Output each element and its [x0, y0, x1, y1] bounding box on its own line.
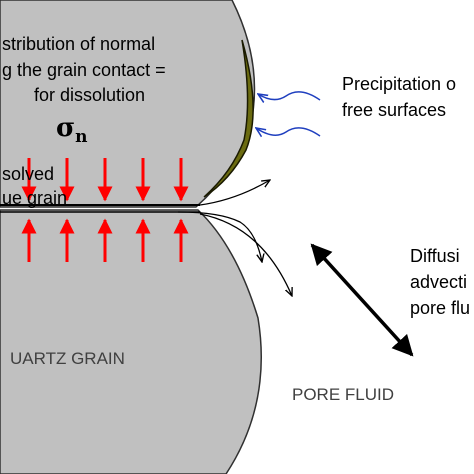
sigma-n-symbol: σn	[56, 113, 88, 147]
flow-arrow-upper	[258, 91, 321, 100]
flow-arrow-lower	[256, 128, 321, 136]
precipitation-label-line1: Precipitation o	[342, 74, 456, 94]
pore-fluid-label: PORE FLUID	[292, 385, 394, 404]
diffusion-label-line2: advecti	[410, 272, 467, 292]
dissolved-label-line1: solved	[2, 164, 54, 184]
dissolved-label-line2: ue grain	[2, 188, 67, 208]
lower-quartz-grain	[0, 209, 263, 474]
outflow-arrow-upper	[199, 180, 270, 206]
normal-stress-label-line1: stribution of normal	[2, 34, 155, 54]
outflow-arrow-middle	[177, 211, 262, 262]
outflow-arrow-lower	[199, 213, 292, 296]
diffusion-label-line1: Diffusi	[410, 246, 460, 266]
quartz-grain-label: UARTZ GRAIN	[10, 349, 125, 368]
diffusion-label-line3: pore flu	[410, 298, 470, 318]
normal-stress-label-line3: for dissolution	[34, 85, 145, 105]
normal-stress-arrows	[21, 158, 189, 262]
precipitation-label-line2: free surfaces	[342, 100, 446, 120]
normal-stress-label-line2: g the grain contact =	[2, 60, 166, 80]
precipitate-overgrowth	[203, 39, 254, 198]
diffusion-double-arrow	[310, 243, 414, 357]
